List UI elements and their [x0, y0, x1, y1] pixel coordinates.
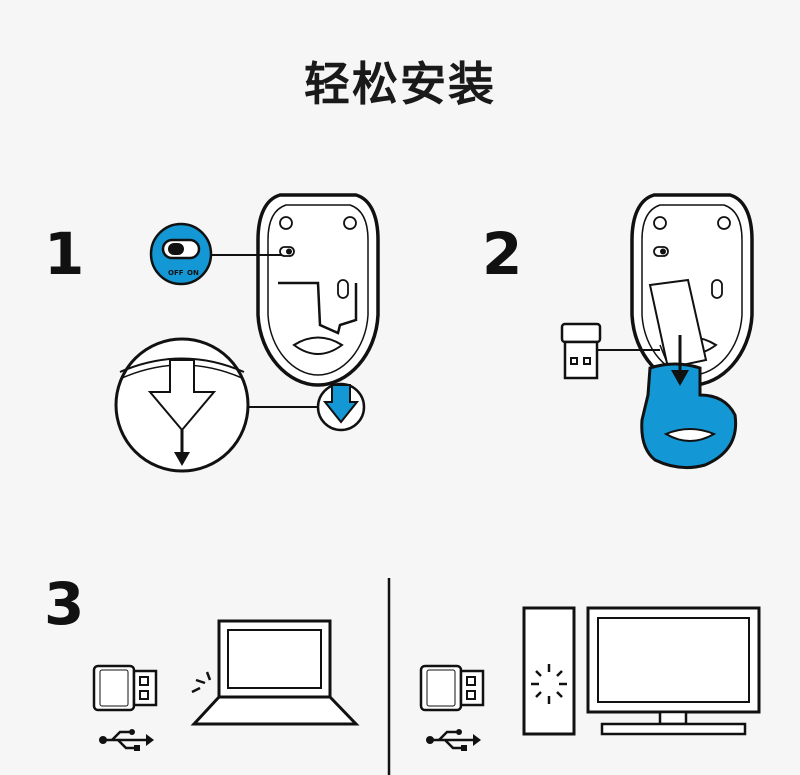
step2-usb-receiver-icon [560, 322, 660, 380]
monitor-icon [586, 606, 761, 736]
step2-mouse-bottom-icon [630, 193, 754, 387]
power-switch-icon: OFF ON [149, 222, 282, 286]
desktop-tower-icon [522, 606, 576, 736]
zoom-detail-circle [114, 337, 250, 473]
step-number-2: 2 [482, 220, 523, 288]
battery-cover-icon [640, 335, 738, 470]
step3-usb-receiver-laptop-icon [92, 664, 158, 753]
step-number-3: 3 [44, 570, 85, 638]
step-number-1: 1 [44, 220, 85, 288]
battery-cover-release-icon [248, 382, 366, 432]
switch-off-label: OFF [168, 269, 184, 277]
step3-usb-receiver-desktop-icon [419, 664, 485, 753]
switch-on-label: ON [187, 269, 199, 277]
step1-mouse-bottom-icon [256, 193, 380, 387]
usb-port-indicator [531, 664, 567, 704]
laptop-icon [190, 619, 360, 726]
page-title: 轻松安装 [304, 57, 496, 111]
